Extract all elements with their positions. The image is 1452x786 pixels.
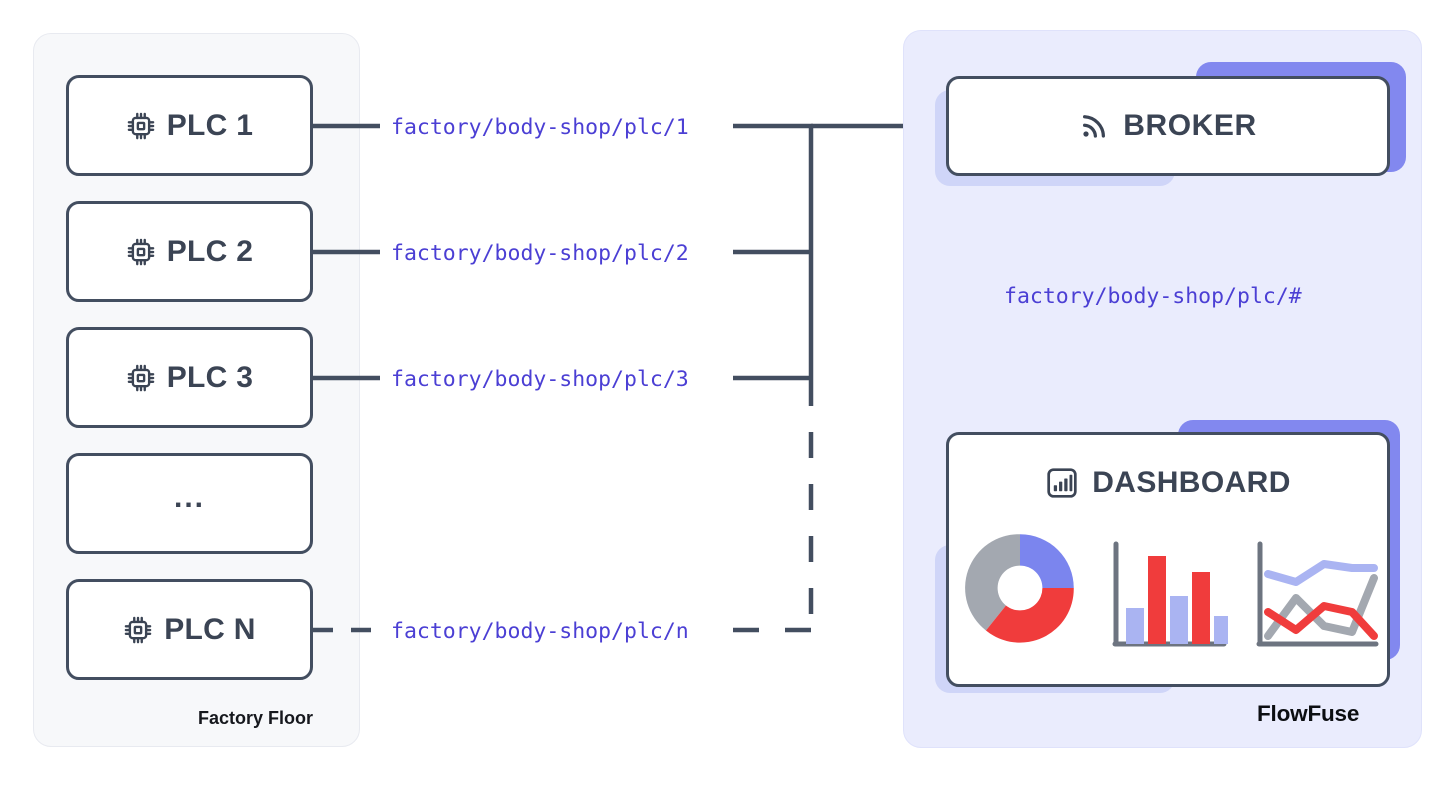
broker-label: BROKER [1123, 109, 1257, 142]
plc-node-2[interactable]: PLC 2 [66, 201, 313, 302]
plc-node-label: PLC N [164, 612, 256, 646]
topic-label-subscribe: factory/body-shop/plc/# [1004, 284, 1302, 309]
cpu-chip-icon [123, 615, 153, 645]
plc-node-label: PLC 1 [166, 108, 254, 142]
topic-label-plcn: factory/body-shop/plc/n [391, 619, 689, 644]
dashboard-charts [956, 524, 1380, 652]
dashboard-header: DASHBOARD [1045, 466, 1291, 500]
bar-chart-square-icon [1045, 466, 1079, 500]
donut-chart [965, 534, 1074, 643]
cpu-chip-icon [126, 363, 156, 393]
topic-label-plc2: factory/body-shop/plc/2 [391, 241, 689, 266]
rss-broadcast-icon [1079, 111, 1109, 141]
plc-node-label: PLC 3 [166, 360, 254, 394]
bar-chart [1112, 541, 1228, 647]
topic-label-plc1: factory/body-shop/plc/1 [391, 115, 689, 140]
line-chart [1256, 541, 1379, 647]
cpu-chip-icon [126, 111, 156, 141]
dashboard-node[interactable]: DASHBOARD [946, 432, 1390, 687]
cpu-chip-icon [126, 237, 156, 267]
plc-node-ellipsis: ... [66, 453, 313, 554]
dashboard-label: DASHBOARD [1092, 466, 1291, 499]
topic-label-plc3: factory/body-shop/plc/3 [391, 367, 689, 392]
flowfuse-brand: FlowFuse [1246, 701, 1360, 751]
plc-node-n[interactable]: PLC N [66, 579, 313, 680]
factory-floor-caption: Factory Floor [197, 708, 313, 728]
flowfuse-wordmark: FlowFuse [1257, 701, 1360, 726]
plc-node-3[interactable]: PLC 3 [66, 327, 313, 428]
plc-node-label: PLC 2 [166, 234, 254, 268]
broker-node[interactable]: BROKER [946, 76, 1390, 176]
plc-node-label: ... [173, 480, 205, 514]
plc-node-1[interactable]: PLC 1 [66, 75, 313, 176]
